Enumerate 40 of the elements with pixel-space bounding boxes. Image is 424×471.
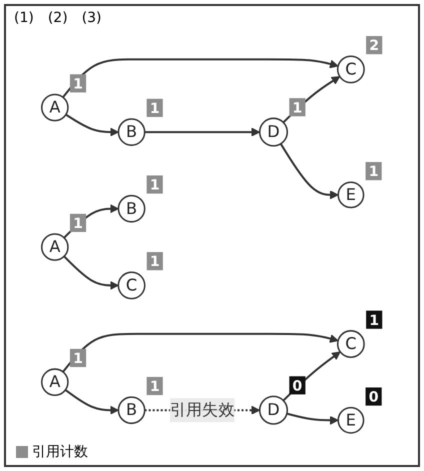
node-circle: E: [337, 406, 364, 434]
arrow: [286, 412, 339, 425]
count-badge: 1: [70, 74, 86, 92]
arrow: [65, 114, 119, 137]
arrow: [64, 389, 119, 415]
count-badge: 1: [366, 310, 382, 329]
node-circle: E: [337, 181, 364, 208]
node-circle: C: [336, 55, 365, 84]
node-circle: A: [41, 94, 69, 122]
node-circle: C: [118, 271, 146, 300]
panel-label: (2): [48, 10, 68, 26]
node-circle: C: [336, 330, 365, 358]
edge-label: 引用失效: [170, 400, 234, 420]
node-circle: B: [118, 118, 146, 146]
node-circle: A: [41, 233, 69, 261]
arrow: [62, 58, 339, 98]
panel-label: (1): [14, 10, 34, 26]
node-circle: B: [118, 194, 146, 223]
count-badge: 1: [146, 175, 163, 194]
count-badge: 1: [146, 376, 163, 396]
count-badge: 0: [366, 387, 382, 406]
count-badge: 1: [70, 348, 86, 368]
node-circle: D: [258, 118, 288, 147]
count-badge: 2: [366, 36, 382, 54]
count-badge: 1: [289, 98, 306, 116]
count-badge: 1: [146, 252, 163, 270]
arrow: [63, 256, 119, 290]
count-badge: 1: [146, 98, 163, 117]
node-circle: A: [41, 368, 69, 396]
arrow: [62, 332, 339, 373]
count-badge: 1: [366, 162, 382, 180]
node-circle: B: [118, 396, 146, 424]
arrow: [282, 351, 341, 402]
count-badge: 0: [289, 376, 306, 394]
count-badge: 1: [70, 214, 86, 232]
arrow: [280, 143, 339, 200]
node-circle: D: [258, 396, 288, 425]
legend-text: 引用计数: [32, 443, 88, 461]
panel-label: (3): [82, 10, 102, 26]
arrow: [144, 128, 260, 137]
